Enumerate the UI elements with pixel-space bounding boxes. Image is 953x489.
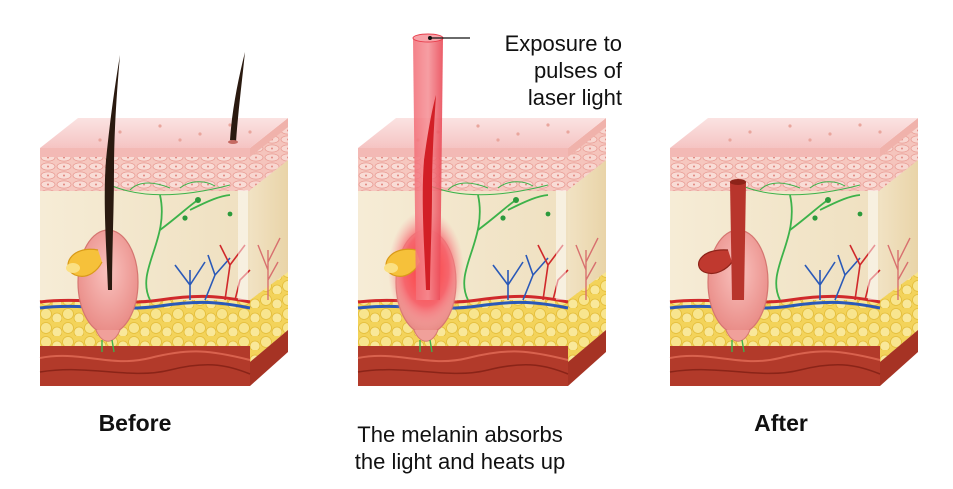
melanin-caption-line-1: The melanin absorbs <box>357 422 563 447</box>
after-skin-block <box>668 116 920 388</box>
exposure-callout-line-1: Exposure to <box>504 31 622 56</box>
before-skin-block <box>38 52 290 388</box>
exposure-callout: Exposure to pulses of laser light <box>462 30 622 111</box>
before-label: Before <box>98 410 172 436</box>
exposure-callout-line-3: laser light <box>527 85 622 110</box>
exposure-callout-line-2: pulses of <box>533 58 622 83</box>
after-label: After <box>754 410 808 436</box>
melanin-caption-line-2: the light and heats up <box>354 449 566 474</box>
melanin-caption: The melanin absorbs the light and heats … <box>320 421 600 475</box>
during-skin-block <box>356 33 608 388</box>
